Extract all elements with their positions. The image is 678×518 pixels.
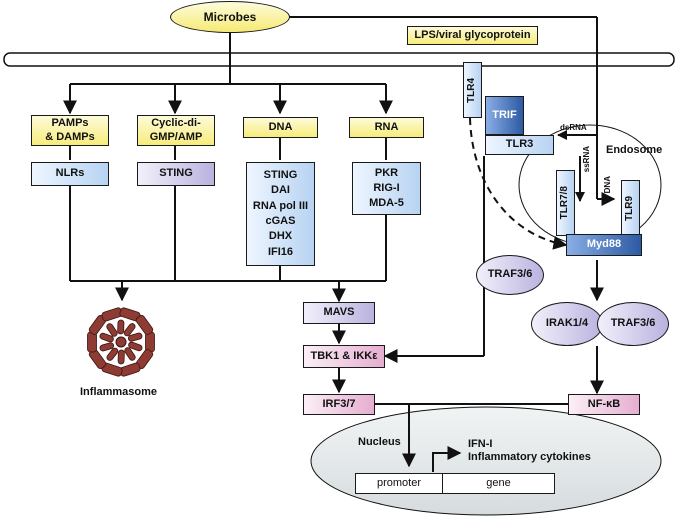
sting-node: STING — [137, 162, 215, 186]
mavs-node: MAVS — [303, 302, 375, 324]
ifn-label: IFN-I Inflammatory cytokines — [468, 438, 591, 464]
rna-sensors-node: PKR RIG-I MDA-5 — [352, 162, 421, 215]
irak14-node: IRAK1/4 — [531, 302, 603, 346]
inflammasome-icon — [87, 307, 155, 377]
traf36-free-node: TRAF3/6 — [476, 255, 544, 295]
lps-node: LPS/viral glycoprotein — [407, 26, 538, 45]
tlr4-label: TLR4 — [466, 77, 478, 103]
dna-sensors-node: STING DAI RNA pol III cGAS DHX IFI16 — [246, 162, 315, 266]
inflammasome-core — [115, 336, 127, 348]
tlr4-myd88-dashed — [469, 117, 568, 250]
inflammasome-inner-segment — [127, 332, 143, 342]
inflammasome-inner-segment — [124, 347, 136, 361]
tlr78-node: TLR7/8 — [556, 170, 575, 236]
traf36-node: TRAF3/6 — [597, 302, 669, 346]
rna-node: RNA — [349, 117, 424, 138]
inflammasome-inner-segment — [106, 323, 118, 337]
tlr4-node[interactable]: TLR4 — [463, 62, 482, 118]
inflammasome-inner-segment — [99, 342, 115, 352]
dna-node: DNA — [243, 117, 318, 138]
dsrna-label: dsRNA — [560, 123, 587, 132]
tlr9-label: TLR9 — [624, 195, 636, 221]
cyclic-di-node: Cyclic-di- GMP/AMP — [137, 115, 215, 146]
microbes-node: Microbes — [170, 1, 290, 33]
ssrna-label: ssRNA — [582, 146, 591, 173]
dna-endo-label: DNA — [603, 176, 612, 194]
tbk1-ikke-node: TBK1 & IKKε — [303, 345, 385, 368]
inflammasome-outer-segment — [135, 315, 154, 335]
tlr9-node: TLR9 — [621, 180, 640, 236]
gene-box: gene — [442, 473, 555, 494]
myd88-node: Myd88 — [566, 234, 642, 256]
nucleus-label: Nucleus — [358, 436, 401, 448]
nfkb-node: NF-κB — [568, 394, 640, 415]
tlr78-label: TLR7/8 — [559, 186, 571, 220]
pamps-damps-node: PAMPs & DAMPs — [31, 115, 109, 146]
inflammasome-inner-segment — [99, 332, 114, 343]
tlr3-node: TLR3 — [485, 135, 554, 155]
endosome-label: Endosome — [606, 144, 663, 156]
trif-node: TRIF — [485, 96, 524, 135]
cell-membrane — [3, 52, 675, 67]
promoter-box: promoter — [355, 473, 443, 494]
inflammasome-inner-segment — [123, 323, 136, 337]
inflammasome-label: Inflammasome — [80, 386, 158, 398]
nlrs-node: NLRs — [31, 162, 109, 186]
inflammasome-inner-segment — [117, 349, 125, 365]
irf37-node: IRF3/7 — [303, 394, 375, 415]
inflammasome-inner-segment — [128, 341, 143, 352]
inflammasome-inner-segment — [117, 319, 125, 335]
inflammasome-inner-segment — [106, 347, 119, 361]
